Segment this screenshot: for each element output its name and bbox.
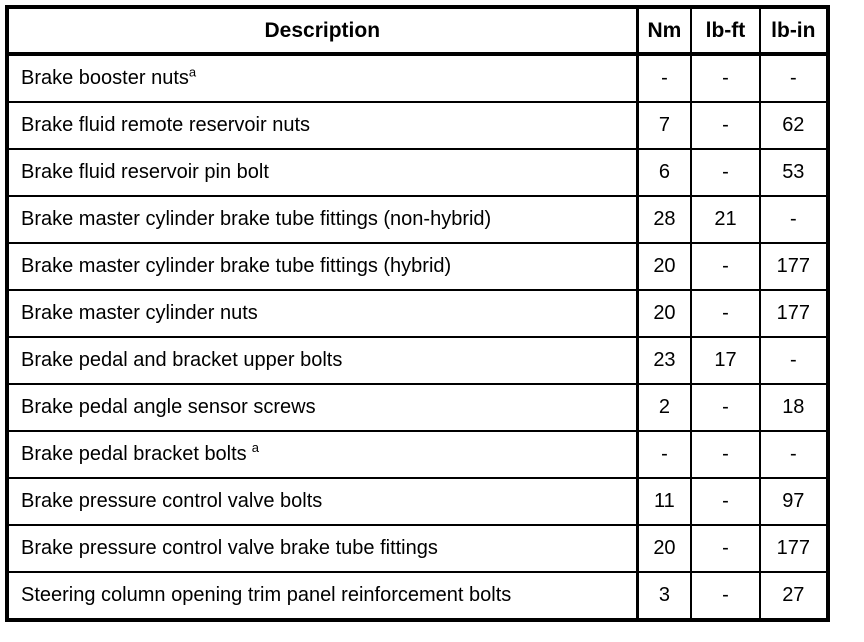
cell-nm: 7 — [637, 101, 693, 149]
cell-lb-ft: - — [691, 430, 761, 478]
cell-description: Brake pressure control valve bolts — [7, 477, 639, 525]
description-text: Brake master cylinder brake tube fitting… — [21, 208, 492, 230]
description-text: Brake fluid remote reservoir nuts — [21, 114, 311, 136]
cell-lb-ft: - — [691, 571, 761, 620]
cell-description: Brake pressure control valve brake tube … — [7, 524, 639, 572]
cell-nm: 20 — [637, 242, 693, 290]
cell-nm: 2 — [637, 383, 693, 431]
cell-nm: 11 — [637, 477, 693, 525]
cell-description: Steering column opening trim panel reinf… — [7, 571, 639, 620]
table-row: Steering column opening trim panel reinf… — [7, 571, 828, 620]
cell-lb-in: - — [759, 195, 828, 243]
cell-nm: - — [637, 54, 693, 102]
description-text: Steering column opening trim panel reinf… — [21, 584, 512, 606]
cell-lb-ft: - — [691, 54, 761, 102]
description-text: Brake pressure control valve bolts — [21, 490, 323, 512]
table-row: Brake fluid remote reservoir nuts 7-62 — [7, 101, 828, 149]
cell-lb-in: 62 — [759, 101, 828, 149]
cell-lb-in: - — [759, 336, 828, 384]
cell-lb-in: 18 — [759, 383, 828, 431]
description-text: Brake master cylinder nuts — [21, 302, 258, 324]
description-text: Brake pedal and bracket upper bolts — [21, 349, 343, 371]
table-row: Brake pressure control valve brake tube … — [7, 524, 828, 572]
cell-nm: 28 — [637, 195, 693, 243]
table-row: Brake pressure control valve bolts 11-97 — [7, 477, 828, 525]
cell-lb-in: - — [789, 67, 797, 89]
cell-lb-ft: - — [691, 148, 761, 196]
footnote-marker: a — [251, 440, 259, 456]
cell-description: Brake pedal angle sensor screws — [7, 383, 639, 431]
cell-description: Brake master cylinder brake tube fitting… — [7, 195, 639, 243]
column-header-lb-ft: lb-ft — [691, 7, 761, 56]
torque-specifications-table: Description Nm lb-ft lb-in Brake booster… — [5, 5, 830, 622]
table-row: Brake master cylinder brake tube fitting… — [7, 242, 828, 290]
cell-lb-in: 27 — [759, 571, 828, 620]
cell-lb-in: 53 — [759, 148, 828, 196]
table-header: Description Nm lb-ft lb-in — [7, 7, 828, 56]
cell-lb-ft: 21 — [691, 195, 761, 243]
cell-nm: - — [637, 430, 693, 478]
table-body: Brake booster nutsa---Brake fluid remote… — [7, 54, 828, 620]
cell-lb-ft: - — [691, 101, 761, 149]
cell-lb-ft: - — [691, 524, 761, 572]
cell-lb-ft: - — [691, 477, 761, 525]
cell-lb-ft: - — [691, 242, 761, 290]
cell-nm: 20 — [637, 289, 693, 337]
column-header-description: Description — [7, 7, 639, 56]
cell-description: Brake fluid remote reservoir nuts — [7, 101, 639, 149]
description-text: Brake pressure control valve brake tube … — [21, 537, 438, 559]
cell-lb-in: 177 — [759, 242, 828, 290]
description-text: Brake fluid reservoir pin bolt — [21, 161, 269, 183]
description-text: Brake master cylinder brake tube fitting… — [21, 255, 452, 277]
column-header-nm: Nm — [637, 7, 693, 56]
table-header-row: Description Nm lb-ft lb-in — [7, 7, 828, 56]
cell-lb-ft: - — [691, 289, 761, 337]
description-text: Brake pedal bracket bolts — [21, 443, 247, 465]
spec-table-container: Description Nm lb-ft lb-in Brake booster… — [5, 5, 830, 622]
description-text: Brake pedal angle sensor screws — [21, 396, 316, 418]
cell-nm: 3 — [637, 571, 693, 620]
cell-lb-in: 97 — [759, 477, 828, 525]
description-text: Brake booster nuts — [21, 67, 189, 89]
column-header-lb-in: lb-in — [759, 7, 828, 56]
table-row: Brake master cylinder brake tube fitting… — [7, 195, 828, 243]
cell-nm: 23 — [637, 336, 693, 384]
cell-description: Brake booster nutsa — [7, 54, 639, 102]
cell-description: Brake master cylinder nuts — [7, 289, 639, 337]
table-row: Brake fluid reservoir pin bolt 6-53 — [7, 148, 828, 196]
table-row: Brake master cylinder nuts 20-177 — [7, 289, 828, 337]
cell-description: Brake master cylinder brake tube fitting… — [7, 242, 639, 290]
cell-lb-in: 177 — [759, 524, 828, 572]
cell-description: Brake fluid reservoir pin bolt — [7, 148, 639, 196]
footnote-marker: a — [188, 64, 197, 80]
table-row: Brake pedal angle sensor screws 2-18 — [7, 383, 828, 431]
cell-lb-ft: - — [691, 383, 761, 431]
cell-description: Brake pedal and bracket upper bolts — [7, 336, 639, 384]
cell-nm: 20 — [637, 524, 693, 572]
cell-lb-ft: 17 — [691, 336, 761, 384]
table-row: Brake booster nutsa--- — [7, 54, 828, 102]
cell-lb-in: 177 — [759, 289, 828, 337]
cell-nm: 6 — [637, 148, 693, 196]
cell-lb-in: - — [759, 430, 828, 478]
